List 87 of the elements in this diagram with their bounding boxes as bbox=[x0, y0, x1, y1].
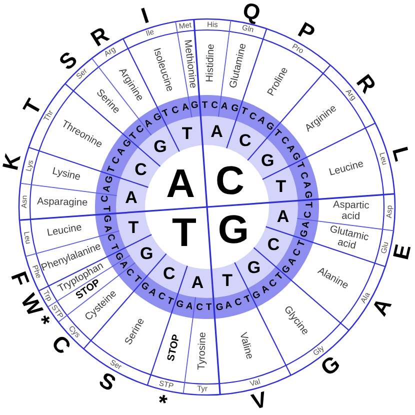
third-base-letter: C bbox=[156, 291, 166, 304]
amino-acid-name: Asparagine bbox=[36, 197, 88, 209]
one-letter-code: K bbox=[0, 152, 24, 172]
second-base-letter: C bbox=[238, 132, 252, 150]
third-base-letter: G bbox=[174, 298, 185, 310]
third-base-letter: T bbox=[304, 202, 314, 208]
first-base-letter: C bbox=[215, 160, 244, 201]
third-base-letter: G bbox=[190, 100, 200, 112]
third-base-letter: T bbox=[296, 239, 307, 248]
amino-acid-name: Glutamine bbox=[229, 42, 249, 90]
third-base-letter: C bbox=[234, 298, 244, 309]
first-base-letter: A bbox=[166, 164, 195, 204]
amino-acid-name: Glutamic acid bbox=[328, 223, 371, 254]
third-base-letter: T bbox=[202, 100, 208, 110]
amino-acid-name: Valine bbox=[236, 332, 254, 361]
one-letter-code: I bbox=[138, 4, 152, 28]
one-letter-code: E bbox=[390, 242, 415, 262]
amino-acid-name: Leucine bbox=[46, 223, 83, 240]
amino-acid-name: Lysine bbox=[50, 166, 81, 183]
third-base-letter: A bbox=[220, 102, 229, 112]
third-base-letter: G bbox=[104, 174, 116, 184]
third-base-letter: A bbox=[300, 180, 312, 190]
amino-acid-name: Methionine bbox=[182, 38, 198, 88]
second-base-letter: T bbox=[222, 272, 232, 290]
amino-acid-name: Tyrosine bbox=[197, 332, 208, 370]
third-base-letter: C bbox=[298, 170, 309, 180]
third-base-letter: A bbox=[102, 184, 112, 194]
first-base-letter: G bbox=[218, 210, 250, 250]
third-base-letter: T bbox=[100, 206, 110, 212]
one-letter-code: F bbox=[6, 268, 32, 289]
third-base-letter: C bbox=[210, 100, 219, 111]
second-base-letter: C bbox=[163, 264, 176, 282]
third-base-letter: G bbox=[101, 214, 112, 224]
amino-acid-name: Histidine bbox=[206, 43, 217, 82]
second-base-letter: T bbox=[276, 178, 286, 196]
one-letter-code: S bbox=[95, 368, 119, 395]
one-letter-code: L bbox=[388, 144, 414, 164]
third-base-letter: G bbox=[230, 103, 240, 115]
third-base-letter: C bbox=[170, 104, 180, 116]
second-base-letter: C bbox=[134, 160, 147, 178]
third-base-letter: T bbox=[243, 294, 252, 306]
third-base-letter: C bbox=[292, 248, 304, 258]
second-base-letter: A bbox=[276, 208, 290, 226]
third-base-letter: G bbox=[215, 302, 224, 313]
third-base-letter: A bbox=[185, 301, 194, 312]
third-base-letter: G bbox=[302, 190, 314, 199]
third-base-letter: C bbox=[110, 156, 122, 166]
second-base-letter: A bbox=[191, 274, 204, 292]
third-base-letter: G bbox=[112, 250, 125, 262]
second-base-letter: C bbox=[267, 236, 280, 254]
third-base-letter: T bbox=[294, 161, 306, 171]
third-base-letter: G bbox=[299, 229, 310, 240]
second-base-letter: T bbox=[128, 218, 139, 236]
third-base-letter: G bbox=[251, 289, 262, 302]
third-base-letter: C bbox=[104, 233, 116, 243]
one-letter-code: * bbox=[155, 391, 169, 415]
third-base-letter: A bbox=[180, 102, 190, 113]
third-base-letter: G bbox=[152, 112, 164, 124]
third-base-letter: A bbox=[302, 220, 312, 229]
one-letter-code: R bbox=[352, 70, 380, 97]
third-base-letter: A bbox=[224, 300, 234, 312]
third-base-letter: C bbox=[100, 195, 111, 203]
second-base-letter: A bbox=[125, 188, 138, 206]
one-letter-code: * bbox=[30, 312, 54, 332]
third-base-letter: T bbox=[106, 165, 118, 174]
third-base-letter: T bbox=[166, 296, 174, 307]
stop-codon-label: STOP bbox=[166, 334, 183, 362]
first-base-letter: T bbox=[172, 213, 196, 254]
one-letter-code: Q bbox=[241, 0, 263, 25]
amino-acid-name: Leucine bbox=[328, 160, 365, 178]
third-base-letter: C bbox=[195, 302, 203, 313]
second-base-letter: G bbox=[247, 258, 261, 276]
one-letter-code: V bbox=[250, 388, 270, 414]
second-base-letter: A bbox=[210, 122, 223, 140]
third-base-letter: T bbox=[108, 242, 120, 252]
second-base-letter: G bbox=[260, 152, 274, 169]
third-base-letter: T bbox=[239, 106, 248, 118]
third-base-letter: T bbox=[206, 303, 212, 314]
second-base-letter: G bbox=[140, 245, 154, 262]
third-base-letter: G bbox=[290, 152, 302, 163]
third-base-letter: C bbox=[303, 210, 314, 218]
second-base-letter: T bbox=[182, 124, 192, 142]
third-base-letter: C bbox=[248, 110, 258, 122]
third-base-letter: T bbox=[162, 108, 171, 120]
second-base-letter: G bbox=[154, 138, 167, 155]
third-base-letter: A bbox=[102, 224, 114, 233]
amino-acid-name: Aspartic acid bbox=[332, 199, 371, 223]
